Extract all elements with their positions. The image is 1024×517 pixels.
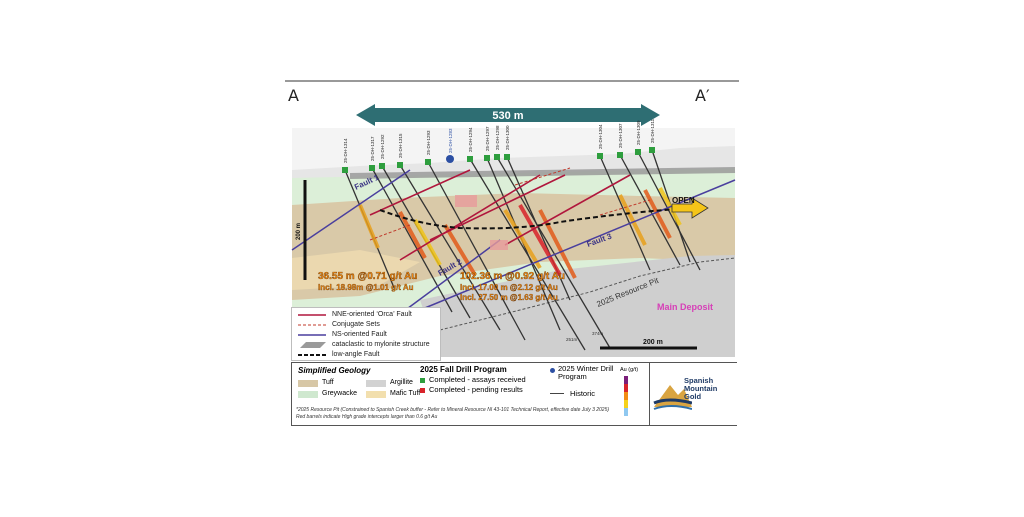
target-zone [455,195,477,207]
pending-label: Completed - pending results [429,385,523,394]
legend-label: Conjugate Sets [332,321,380,328]
legend-label: cataclastic to mylonite structure [332,341,430,348]
intercept-right: 102.36 m @0.92 g/t Au Incl. 17.00 m @2.1… [460,271,565,302]
bottom-legend: Simplified Geology Tuff Argillite Greywa… [291,362,737,426]
completed-marker [420,378,425,383]
orca-faults [369,169,631,261]
drillhole-label: 25-DH-1292 [380,134,385,159]
vertical-scale-label: 200 m [296,223,302,240]
drillhole-label: 25-DH-1314 [343,138,348,163]
logo-line-3: Gold [684,392,702,401]
drillhole-label: 25-DH-1294 [468,127,473,152]
intercept-left-main: 36.55 m @0.71 g/t Au [318,271,417,282]
tuff-swatch [298,380,318,387]
cataclastic-structure [349,167,736,179]
footnote-1: *2025 Resource Pit (Constrained to Spani… [296,407,610,413]
open-arrow: OPEN [671,196,709,219]
horizontal-scale-label: 200 m [643,339,663,346]
intercept-left: 36.55 m @0.71 g/t Au Incl. 18.98m @1.01 … [318,271,418,292]
company-name: Spanish Mountain Gold [684,377,734,401]
greywacke-swatch [298,391,318,398]
open-label: OPEN [672,196,695,205]
legend-label: low-angle Fault [332,351,380,358]
section-end-label: A′ [695,86,710,105]
footnotes: *2025 Resource Pit (Constrained to Spani… [296,407,609,420]
depth-label: 251m [566,337,578,342]
drillhole-label: 25-DH-1307 [618,123,623,148]
drillhole-label: 25-DH-1311 [650,118,655,143]
pending-marker [420,388,425,393]
fault-1-line [291,169,411,251]
mafic-tuff-label: Mafic Tuff [390,390,421,397]
fault-3-line [419,179,736,311]
drillhole-labels: 25-DH-1314 25-DH-1317 25-DH-1292 25-DH-1… [343,118,655,163]
completed-label: Completed - assays received [429,375,526,384]
section-width-arrow: 530 m [356,104,660,126]
conjugate-sets [369,167,651,241]
intercept-right-incl-2: Incl. 27.50 m @1.63 g/t Au [460,293,558,302]
drillhole-label: 25-DH-1309 [636,120,641,145]
winter-program-marker [550,368,555,373]
collar-markers [342,147,655,173]
fault-2-line [391,239,501,321]
drillhole-label: 25-DH-1298 [495,125,500,150]
drillhole-label: 25-DH-1304 [598,124,603,149]
intercept-right-main: 102.36 m @0.92 g/t Au [460,271,565,282]
section-start-label: A [288,86,299,105]
company-logo: Spanish Mountain Gold [649,363,737,425]
logo-line-2: Mountain [684,384,718,393]
drillhole-label: 25-DH-1297 [485,126,490,151]
logo-line-1: Spanish [684,376,714,385]
low-angle-fault [379,207,691,230]
depth-label: 374m [592,331,604,336]
footnote-2: Red barrels indicate High grade intercep… [296,413,438,420]
resource-pit-line [439,257,736,331]
legend-label: NS-oriented Fault [332,331,387,338]
legend-label: NNE-oriented ‘Orca’ Fault [332,311,412,318]
au-legend-title: Au (g/t) [620,367,639,373]
drill-program-title: 2025 Fall Drill Program [420,365,507,374]
historic-label: Historic [570,389,596,398]
au-grade-legend: Au (g/t) [620,367,642,419]
drillhole-label: 25-DH-1300 [505,125,510,150]
mafic-tuff-swatch [366,391,386,398]
intercept-left-incl: Incl. 18.98m @1.01 g/t Au [318,283,414,292]
winter-program-label: 2025 Winter Drill Program [558,364,614,381]
historic-marker [550,393,564,394]
section-width-label: 530 m [492,110,523,122]
geology-title: Simplified Geology [298,366,371,375]
argillite-label: Argillite [390,379,413,386]
structure-legend: NNE-oriented ‘Orca’ Fault Conjugate Sets… [291,307,441,361]
mountain-logo-icon [653,385,692,410]
drillhole-label: 25-DH-1317 [370,136,375,161]
intercept-right-incl-1: Incl. 17.00 m @2.12 g/t Au [460,283,558,292]
main-deposit-label: Main Deposit [657,302,713,312]
tuff-label: Tuff [322,379,334,386]
drillhole-label: 25-DH-1293 [426,130,431,155]
greywacke-label: Greywacke [322,390,358,397]
drillhole-label: 25-DH-1283 [448,128,453,153]
argillite-swatch [366,380,386,387]
drillhole-label: 25-DH-1315 [398,133,403,158]
target-zone [490,240,508,250]
